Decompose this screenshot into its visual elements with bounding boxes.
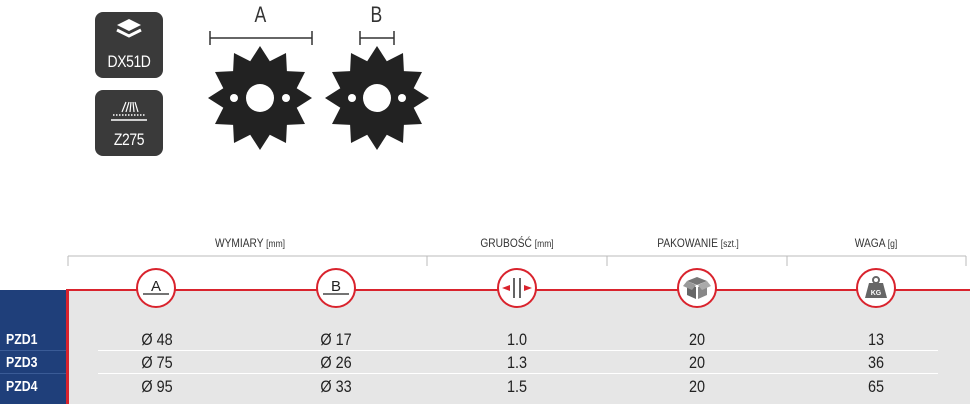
row-separator <box>0 373 66 374</box>
gear-center-hole <box>246 84 274 112</box>
zinc-coating-icon <box>111 101 147 121</box>
dimension-b-bracket <box>359 31 395 45</box>
cell-weight: 65 <box>867 377 885 396</box>
row-labels-column <box>0 290 67 404</box>
diameter-b-icon: B <box>316 268 356 308</box>
row-separator <box>98 373 938 374</box>
gear-center-hole <box>363 84 391 112</box>
row-separator <box>0 350 66 351</box>
material-badge-dx51d: DX51D <box>95 12 163 78</box>
row-separator <box>98 350 938 351</box>
gear-large <box>208 46 312 150</box>
box-package-icon <box>677 268 717 308</box>
accent-divider <box>66 289 69 404</box>
cell-a: Ø 95 <box>141 377 173 396</box>
dimension-b-label: B <box>370 2 383 27</box>
dimension-a-label: A <box>254 2 267 27</box>
header-dimensions: WYMIARY [mm] <box>214 236 286 250</box>
header-bracket-line <box>67 255 967 266</box>
gear-side-hole <box>230 94 238 102</box>
cell-packing: 20 <box>688 377 706 396</box>
weight-icon: KG <box>856 268 896 308</box>
material-badge-z275: Z275 <box>95 90 163 156</box>
cell-packing: 20 <box>688 353 706 372</box>
header-thickness: GRUBOŚĆ [mm] <box>480 236 554 250</box>
cell-thickness: 1.0 <box>506 330 528 349</box>
cell-weight: 36 <box>867 353 885 372</box>
svg-text:A: A <box>151 278 161 295</box>
cell-b: Ø 17 <box>320 330 352 349</box>
gear-side-hole <box>282 94 290 102</box>
material-code: Z275 <box>113 130 145 149</box>
row-label: PZD3 <box>6 354 38 371</box>
cell-b: Ø 26 <box>320 353 352 372</box>
cell-packing: 20 <box>688 330 706 349</box>
material-code: DX51D <box>107 52 151 71</box>
cell-thickness: 1.5 <box>506 377 528 396</box>
gear-side-hole <box>348 94 356 102</box>
cell-a: Ø 75 <box>141 353 173 372</box>
row-label: PZD1 <box>6 331 38 348</box>
header-weight: WAGA [g] <box>854 236 898 250</box>
gear-small <box>325 46 429 150</box>
cell-a: Ø 48 <box>141 330 173 349</box>
header-packing: PAKOWANIE [szt.] <box>657 236 739 250</box>
cell-b: Ø 33 <box>320 377 352 396</box>
gear-drawing <box>208 31 429 150</box>
dimension-a-bracket <box>209 31 313 45</box>
layers-icon <box>116 19 142 38</box>
table-body <box>0 290 970 404</box>
row-label: PZD4 <box>6 378 38 395</box>
gear-side-hole <box>398 94 406 102</box>
svg-text:KG: KG <box>871 290 882 297</box>
diameter-a-icon: A <box>136 268 176 308</box>
cell-weight: 13 <box>867 330 885 349</box>
cell-thickness: 1.3 <box>506 353 528 372</box>
svg-text:B: B <box>331 278 341 295</box>
thickness-icon <box>497 268 537 308</box>
